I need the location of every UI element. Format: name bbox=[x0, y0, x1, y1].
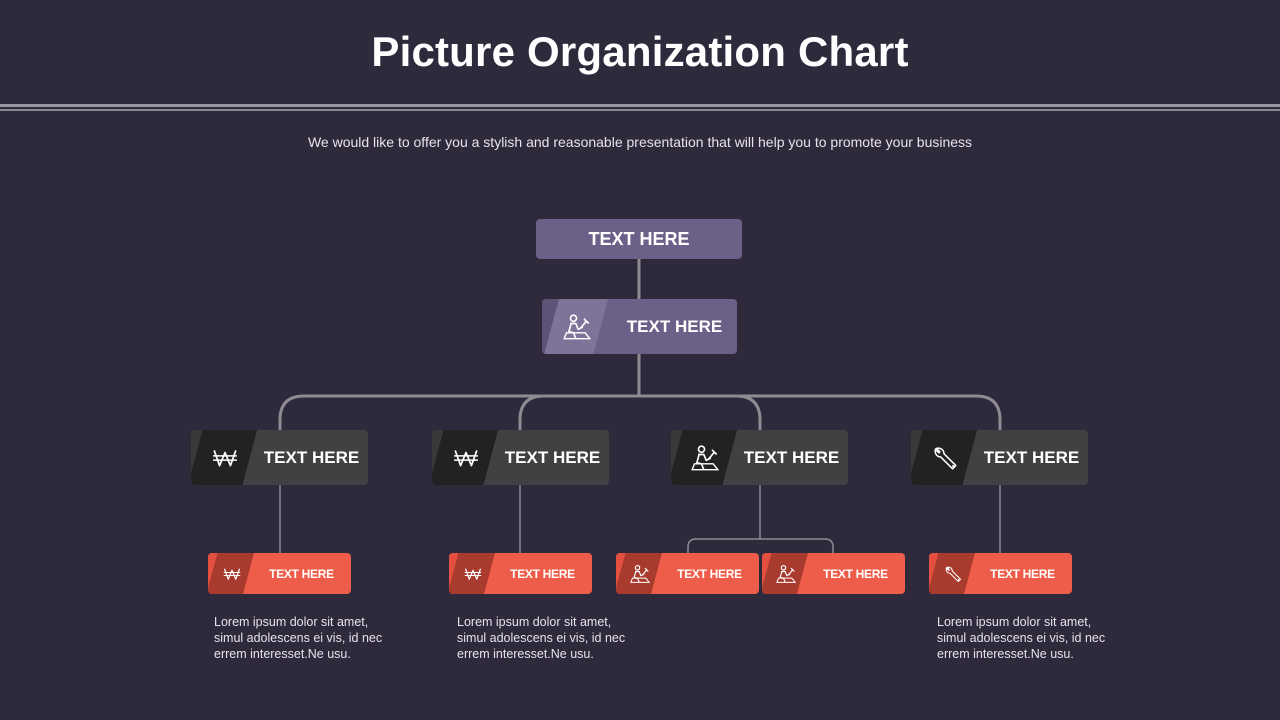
won-icon bbox=[449, 553, 497, 594]
level4-label-1: TEXT HERE bbox=[269, 566, 334, 581]
worker-icon bbox=[762, 553, 810, 594]
top-box: TEXT HERE bbox=[536, 219, 742, 259]
level4-box-3: TEXT HERE bbox=[616, 553, 759, 594]
connector-level4-split bbox=[687, 538, 834, 553]
subtitle: We would like to offer you a stylish and… bbox=[307, 134, 973, 150]
level2-label: TEXT HERE bbox=[626, 316, 723, 336]
level3-box-4: TEXT HERE bbox=[911, 430, 1088, 485]
page-title: Picture Organization Chart bbox=[371, 28, 909, 75]
worker-icon bbox=[616, 553, 664, 594]
level4-box-2: TEXT HERE bbox=[449, 553, 592, 594]
connector-level3-bus bbox=[278, 394, 1002, 432]
connector-level3-branch-3 bbox=[734, 394, 762, 432]
level4-label-4: TEXT HERE bbox=[823, 566, 888, 581]
won-icon bbox=[208, 553, 256, 594]
wrench-icon bbox=[929, 553, 977, 594]
won-icon bbox=[432, 430, 500, 485]
level4-label-3: TEXT HERE bbox=[677, 566, 742, 581]
level3-label-2: TEXT HERE bbox=[504, 447, 601, 467]
level3-label-4: TEXT HERE bbox=[983, 447, 1080, 467]
note-text-2: Lorem ipsum dolor sit amet, simul adoles… bbox=[457, 615, 626, 661]
note-text-1: Lorem ipsum dolor sit amet, simul adoles… bbox=[214, 615, 383, 661]
level4-box-5: TEXT HERE bbox=[929, 553, 1072, 594]
wrench-icon bbox=[911, 430, 979, 485]
worker-icon bbox=[542, 299, 612, 354]
won-icon bbox=[191, 430, 259, 485]
connector-level3-branch-2 bbox=[518, 394, 546, 432]
level3-label-1: TEXT HERE bbox=[263, 447, 360, 467]
level2-box: TEXT HERE bbox=[542, 299, 737, 354]
level3-box-3: TEXT HERE bbox=[671, 430, 848, 485]
level4-box-1: TEXT HERE bbox=[208, 553, 351, 594]
level4-label-5: TEXT HERE bbox=[990, 566, 1055, 581]
worker-icon bbox=[671, 430, 739, 485]
level3-box-2: TEXT HERE bbox=[432, 430, 609, 485]
level4-label-2: TEXT HERE bbox=[510, 566, 575, 581]
level4-box-4: TEXT HERE bbox=[762, 553, 905, 594]
top-box-label: TEXT HERE bbox=[588, 228, 690, 249]
level3-label-3: TEXT HERE bbox=[743, 447, 840, 467]
level3-box-1: TEXT HERE bbox=[191, 430, 368, 485]
note-text-3: Lorem ipsum dolor sit amet, simul adoles… bbox=[937, 615, 1106, 661]
title-divider bbox=[0, 104, 1280, 111]
